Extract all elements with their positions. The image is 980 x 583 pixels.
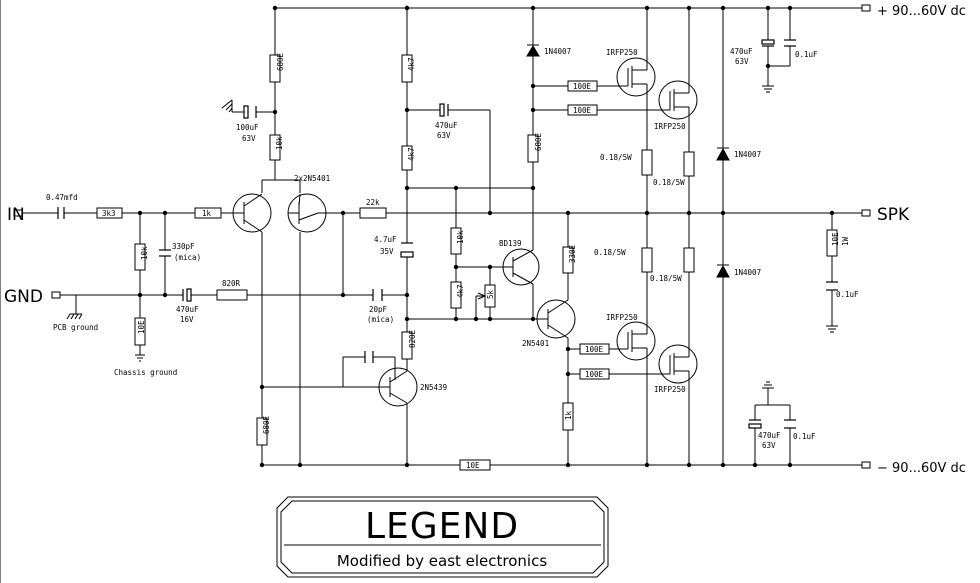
transistors (232, 57, 698, 407)
c-20p-label: 20pF (369, 305, 388, 314)
r-3k3-label: 3k3 (102, 209, 116, 218)
c-100u-voltage: 63V (242, 134, 256, 143)
r-330e-label: 330E (568, 244, 577, 263)
negative-supply-label: − 90...60V dc (877, 461, 966, 476)
pot-5k-label: 5k (486, 289, 495, 299)
r-100e-1-label: 100E (573, 82, 592, 91)
r-10k-mid-label: 10k (456, 230, 465, 244)
terminal-pads (13, 4, 871, 469)
c-470u63-label: 470uF (435, 121, 458, 130)
ground-symbols (66, 85, 838, 389)
r-10k-top-label: 10k (275, 136, 284, 150)
r-018-b-label: 0.18/5W (653, 178, 685, 187)
c-470u-top-label: 470uF (730, 47, 753, 56)
r-680e-top-label: 680E (276, 52, 285, 71)
resistors (96, 54, 838, 471)
c-01u-bot-label: 0.1uF (793, 432, 816, 441)
r-018-d-label: 0.18/5W (650, 274, 682, 283)
c-4u7-voltage: 35V (380, 247, 394, 256)
r-018-c-label: 0.18/5W (594, 248, 626, 257)
q-2n5401-label: 2N5401 (522, 339, 549, 348)
r-4k7-mid-label: 4k7 (456, 284, 465, 298)
junction-dots (137, 5, 835, 468)
fet-4-label: IRFP250 (654, 385, 686, 394)
c-470u16-label: 470uF (176, 305, 199, 314)
q-2n5439-label: 2N5439 (420, 383, 447, 392)
wires (0, 0, 862, 583)
c-20p-type: (mica) (367, 315, 394, 324)
r-680e-low-label: 680E (262, 415, 271, 434)
d-top-label: 1N4007 (544, 47, 571, 56)
c-01u-top-label: 0.1uF (795, 50, 818, 59)
c-100u-label: 100uF (236, 123, 259, 132)
r-10e-bottom-label: 10E (466, 461, 480, 470)
input-cap-label: 0.47mfd (46, 193, 78, 202)
r-820r-label: 820R (222, 279, 241, 288)
fet-3-label: IRFP250 (606, 313, 638, 322)
legend-subtitle: Modified by east electronics (337, 552, 548, 570)
r-4k7-a-label: 4k7 (407, 57, 416, 71)
r-22k-label: 22k (366, 198, 380, 207)
r-1k-label: 1k (202, 209, 212, 218)
c-470u-bot-label: 470uF (758, 431, 781, 440)
capacitors (57, 39, 838, 429)
c-470u-bot-voltage: 63V (762, 441, 776, 450)
fet-1-label: IRFP250 (606, 48, 638, 57)
r-100e-2-label: 100E (573, 106, 592, 115)
r-4k7-b-label: 4k7 (407, 147, 416, 161)
c-470u-top-voltage: 63V (735, 57, 749, 66)
d-flyback-1-label: 1N4007 (734, 150, 761, 159)
positive-supply-label: + 90...60V dc (877, 4, 966, 19)
d-flyback-2-label: 1N4007 (734, 268, 761, 277)
diodes (526, 44, 730, 278)
diff-pair-label: 2x2N5401 (294, 174, 330, 183)
c-470u63-voltage: 63V (437, 131, 451, 140)
r-018-a-label: 0.18/5W (600, 153, 632, 162)
r-zobel-wattage: 1W (841, 236, 850, 246)
r-10k-in-label: 10k (140, 246, 149, 260)
r-100e-4-label: 100E (585, 370, 604, 379)
ground-terminal-label: GND (4, 287, 43, 307)
input-terminal-label: IN (7, 205, 25, 225)
legend-title: LEGEND (365, 506, 519, 547)
fet-2-label: IRFP250 (654, 122, 686, 131)
c-470u16-voltage: 16V (180, 315, 194, 324)
trimmer-pot (476, 292, 487, 300)
speaker-terminal-label: SPK (877, 205, 910, 225)
chassis-ground-label: Chassis ground (114, 368, 177, 377)
r-100e-3-label: 100E (585, 345, 604, 354)
c-330p-type: (mica) (174, 253, 201, 262)
r-zobel-label: 10E (831, 232, 840, 246)
r-820e-label: 820E (408, 329, 417, 348)
pcb-ground-label: PCB ground (53, 323, 98, 332)
r-10e-gnd-label: 10E (137, 320, 146, 334)
legend-frame (276, 496, 609, 578)
r-1k-low-label: 1k (564, 410, 573, 420)
q-bd139-label: BD139 (499, 239, 522, 248)
c-330p-label: 330pF (172, 242, 195, 251)
c-4u7-label: 4.7uF (374, 235, 397, 244)
r-680e-mid-label: 680E (534, 132, 543, 151)
c-zobel-label: 0.1uF (836, 290, 859, 299)
